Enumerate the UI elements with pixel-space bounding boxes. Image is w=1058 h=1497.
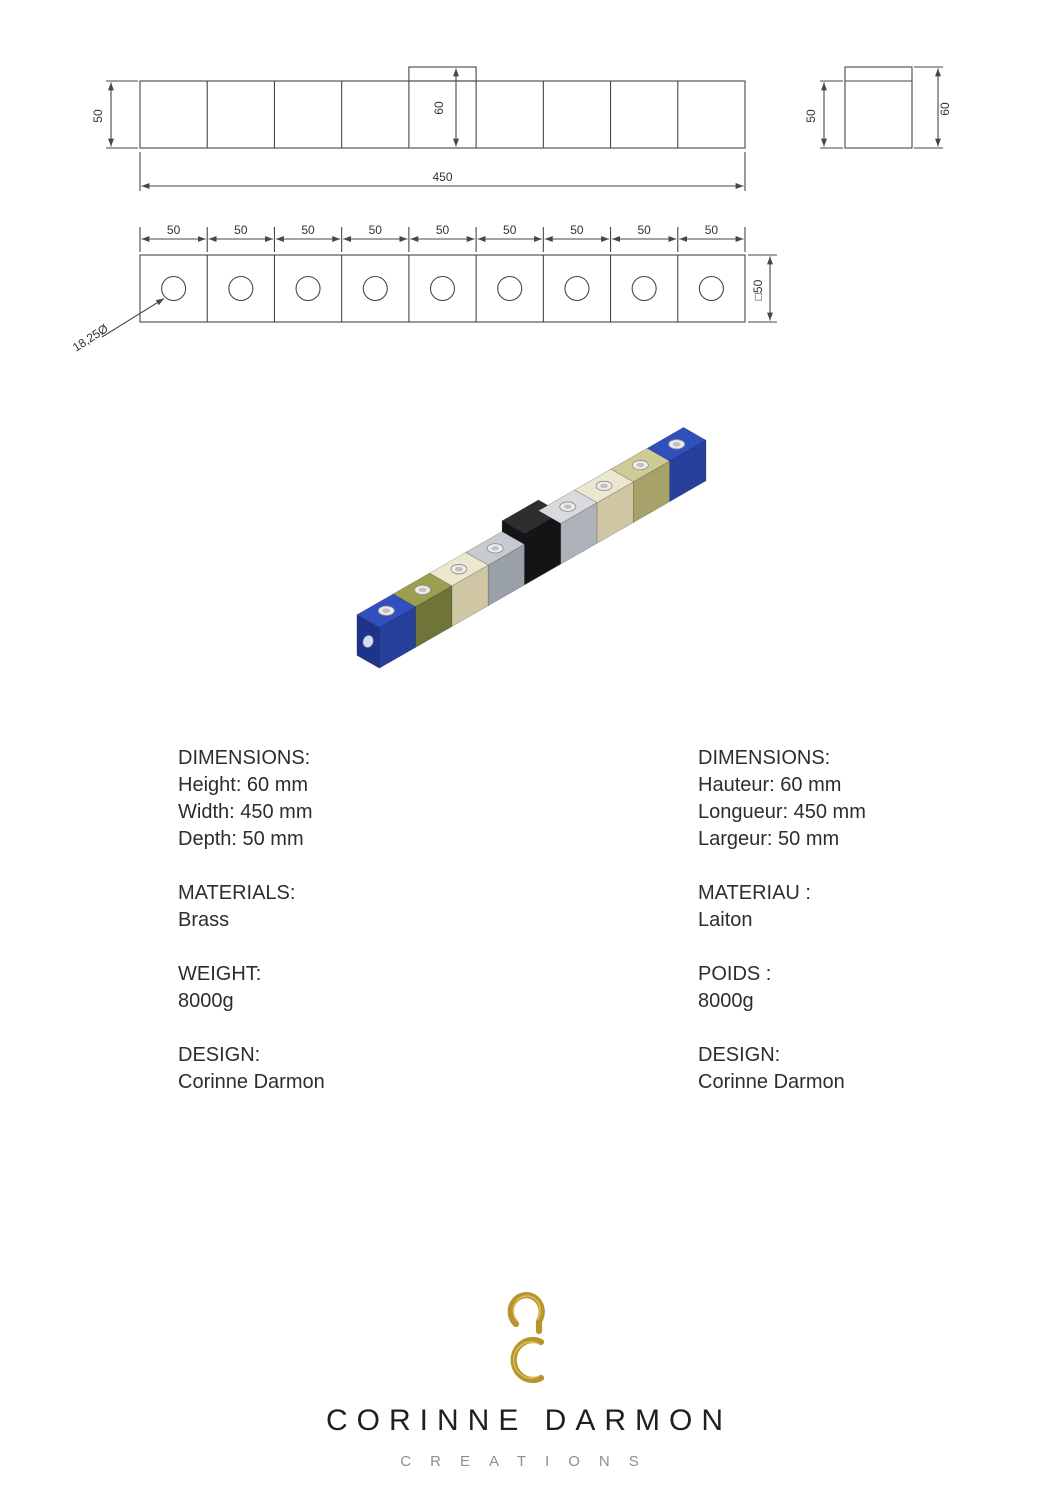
brand-monogram-icon xyxy=(507,1292,545,1384)
design-title: DESIGN: xyxy=(698,1044,781,1066)
materials-group: MATERIAU : Laiton xyxy=(698,880,1058,934)
plan-view: 50 50 50 50 50 50 50 50 50 □50 18,25Ø xyxy=(70,223,777,355)
weight-title: POIDS : xyxy=(698,963,772,985)
weight-value: 8000g xyxy=(698,990,754,1012)
front-width-dim-label: 450 xyxy=(432,170,452,184)
weight-group: POIDS : 8000g xyxy=(698,961,1058,1015)
dimension-height: Height: 60 mm xyxy=(178,774,309,796)
product-3d-render xyxy=(356,427,707,669)
plan-segment-dim-label: 50 xyxy=(705,223,719,237)
materials-title: MATERIAU : xyxy=(698,882,811,904)
side-depth-dim-label: 50 xyxy=(804,109,818,123)
dimension-depth: Largeur: 50 mm xyxy=(698,828,840,850)
specs-english: DIMENSIONS: Height: 60 mm Width: 450 mm … xyxy=(178,745,598,1123)
materials-title: MATERIALS: xyxy=(178,882,296,904)
weight-title: WEIGHT: xyxy=(178,963,262,985)
brand-name: CORINNE DARMON xyxy=(325,1404,732,1437)
weight-group: WEIGHT: 8000g xyxy=(178,961,598,1015)
design-value: Corinne Darmon xyxy=(698,1071,845,1093)
front-block-height-dim-label: 60 xyxy=(432,101,446,115)
plan-section-dim-label: □50 xyxy=(751,279,765,300)
technical-drawing: 50 60 450 50 60 50 50 50 50 50 xyxy=(70,66,952,355)
plan-segment-dim-label: 50 xyxy=(436,223,450,237)
materials-group: MATERIALS: Brass xyxy=(178,880,598,934)
dimensions-title: DIMENSIONS: xyxy=(698,747,831,769)
materials-value: Brass xyxy=(178,909,230,931)
front-height-dim-label: 50 xyxy=(91,109,105,123)
dimension-width: Longueur: 450 mm xyxy=(698,801,866,823)
weight-value: 8000g xyxy=(178,990,234,1012)
plan-segment-dim-label: 50 xyxy=(570,223,584,237)
materials-value: Laiton xyxy=(698,909,753,931)
side-view: 50 60 xyxy=(804,66,952,149)
dimensions-group: DIMENSIONS: Hauteur: 60 mm Longueur: 450… xyxy=(698,745,1058,853)
design-group: DESIGN: Corinne Darmon xyxy=(698,1042,1058,1096)
plan-segment-dim-label: 50 xyxy=(301,223,315,237)
design-title: DESIGN: xyxy=(178,1044,261,1066)
dimension-depth: Depth: 50 mm xyxy=(178,828,304,850)
dimensions-title: DIMENSIONS: xyxy=(178,747,311,769)
side-height-dim-label: 60 xyxy=(938,102,952,116)
design-value: Corinne Darmon xyxy=(178,1071,325,1093)
plan-segment-dim-label: 50 xyxy=(167,223,181,237)
plan-segment-dim-label: 50 xyxy=(234,223,248,237)
design-group: DESIGN: Corinne Darmon xyxy=(178,1042,598,1096)
plan-segment-dim-label: 50 xyxy=(637,223,651,237)
plan-segment-dim-label: 50 xyxy=(369,223,383,237)
front-view: 50 60 450 xyxy=(91,66,746,191)
dimension-width: Width: 450 mm xyxy=(178,801,313,823)
specs-french: DIMENSIONS: Hauteur: 60 mm Longueur: 450… xyxy=(698,745,1058,1123)
plan-segment-dim-label: 50 xyxy=(503,223,517,237)
dimension-height: Hauteur: 60 mm xyxy=(698,774,842,796)
dimensions-group: DIMENSIONS: Height: 60 mm Width: 450 mm … xyxy=(178,745,598,853)
brand-subtitle: CREATIONS xyxy=(400,1453,658,1470)
plan-hole-diameter-label: 18,25Ø xyxy=(70,321,111,354)
